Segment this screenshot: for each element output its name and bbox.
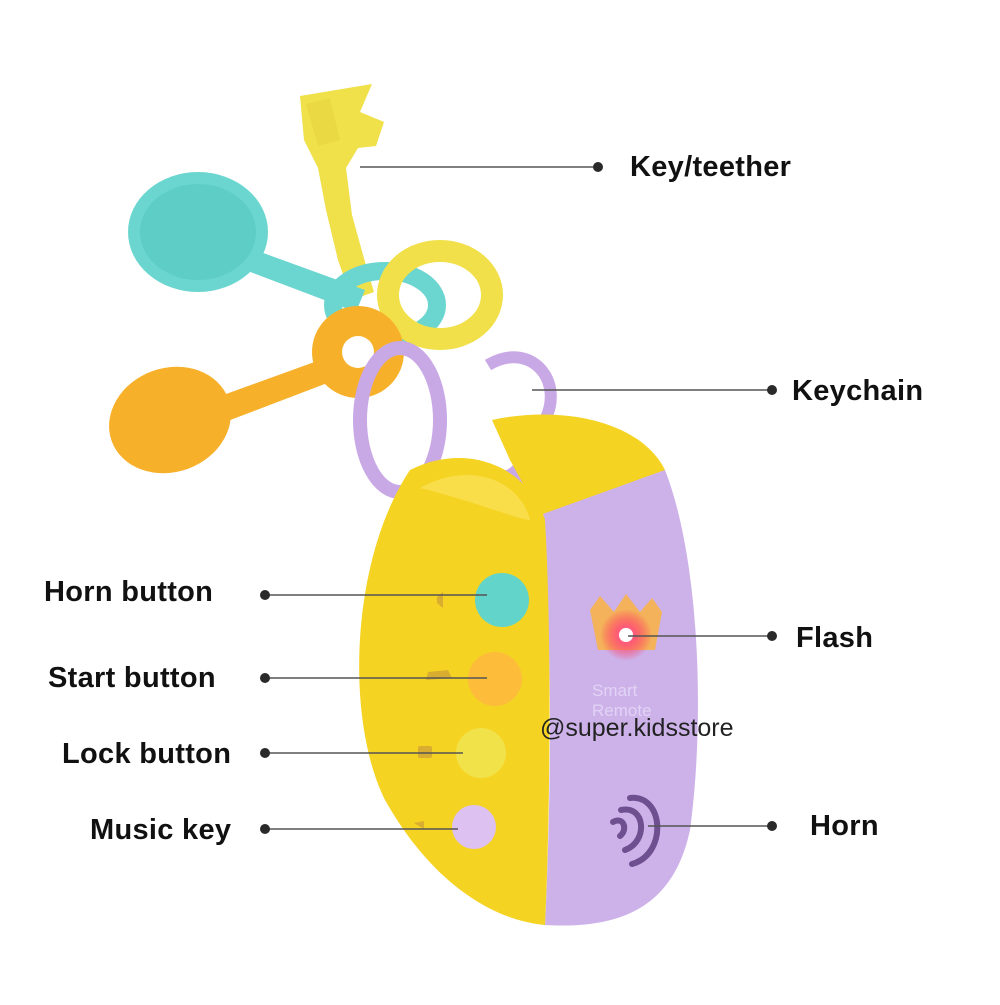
label-music-key: Music key [90,814,232,846]
leader-lines [265,166,772,830]
music-key-button[interactable] [452,805,496,849]
label-horn: Horn [810,810,879,842]
lock-icon [418,746,432,758]
leader-dots [260,162,777,834]
embossed-remote: Remote [592,701,652,720]
yellow-ring [377,240,503,350]
lock-button[interactable] [456,728,506,778]
label-horn-button: Horn button [44,576,214,608]
label-lock-button: Lock button [62,738,232,770]
label-flash: Flash [796,622,874,654]
label-keychain: Keychain [792,375,924,407]
embossed-smart: Smart [592,681,638,700]
music-note-icon [414,821,424,829]
watermark: @super.kidsstore [540,714,734,742]
horn-button[interactable] [475,573,529,627]
orange-key-teether [109,306,404,474]
label-start-button: Start button [48,662,216,694]
remote-body [359,414,698,926]
start-button[interactable] [468,652,522,706]
label-key-teether: Key/teether [630,151,792,183]
yellow-key-teether [300,84,384,300]
horn-icon [437,592,443,608]
teal-key-teether [128,172,446,348]
